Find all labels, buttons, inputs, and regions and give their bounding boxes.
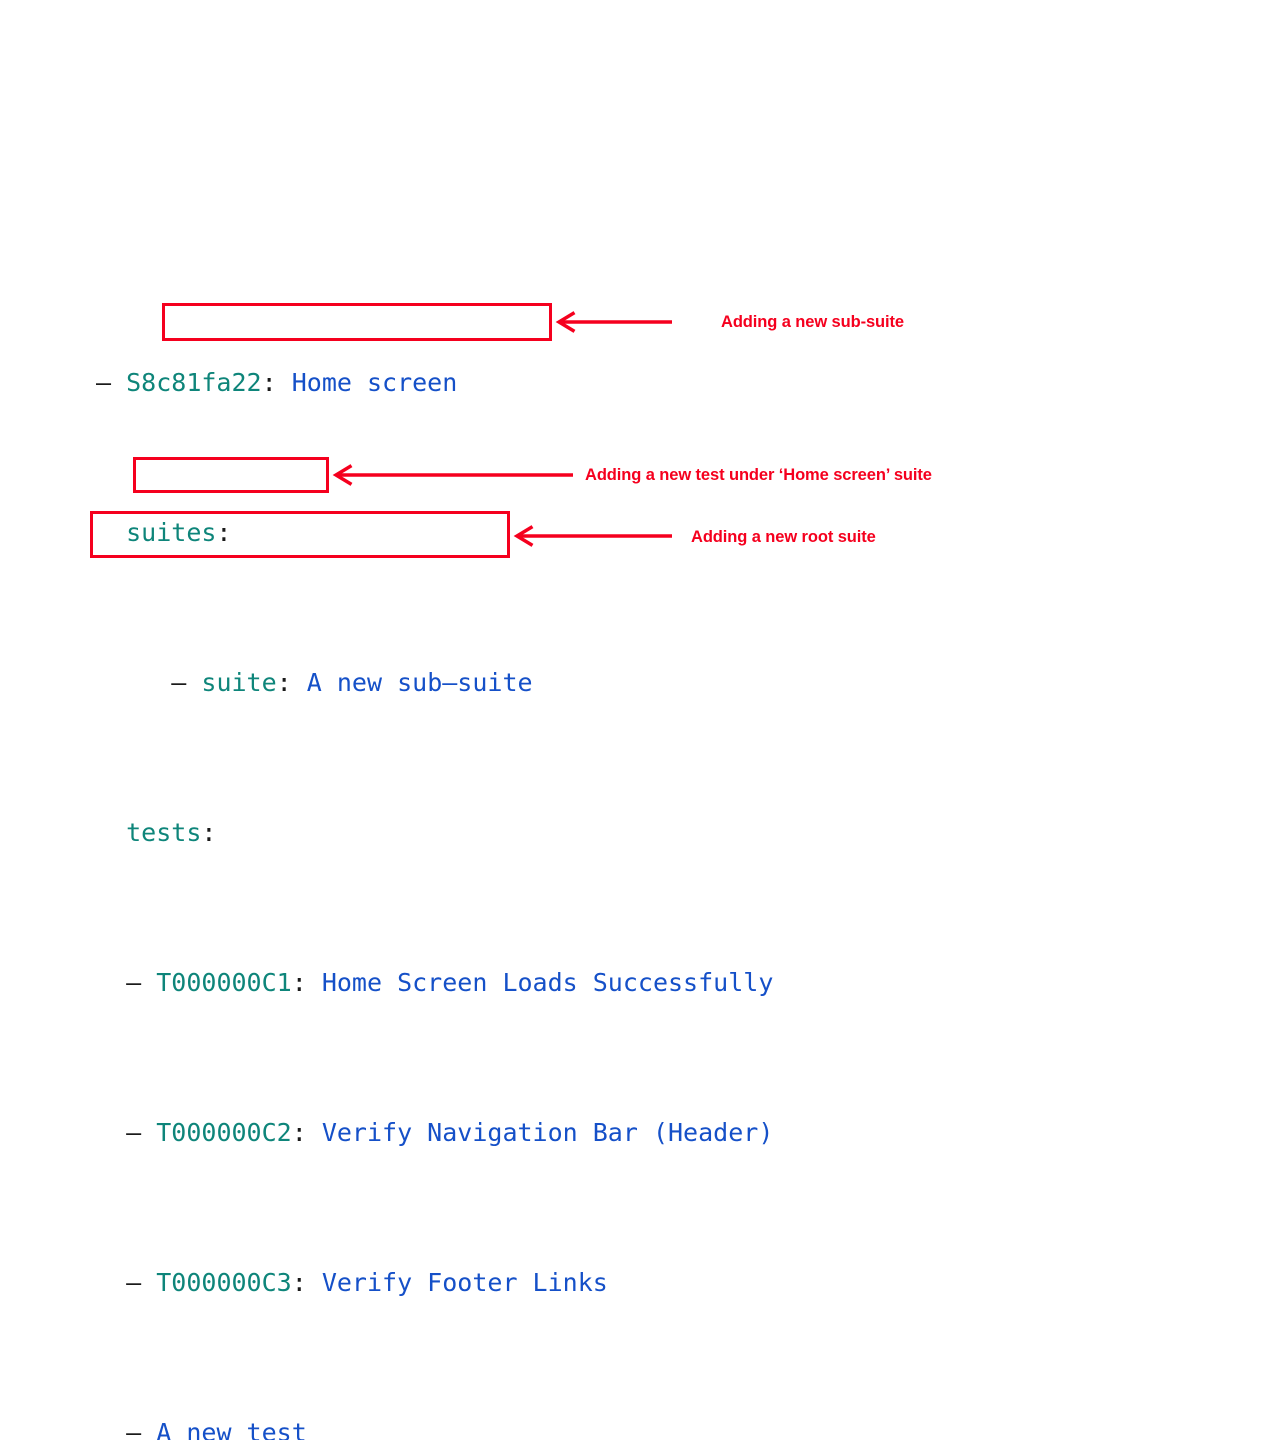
suite-title: Home screen bbox=[291, 368, 458, 397]
tree-line-test: – T000000C2: Verify Navigation Bar (Head… bbox=[96, 1118, 773, 1148]
colon: : bbox=[291, 1268, 307, 1297]
test-id: T000000C1 bbox=[156, 968, 292, 997]
suites-label: suites bbox=[126, 518, 217, 547]
spacer bbox=[292, 668, 307, 697]
sub-suite-title: A new sub–suite bbox=[306, 668, 533, 697]
tree-line-test: – T000000C1: Home Screen Loads Successfu… bbox=[96, 968, 773, 998]
spacer bbox=[96, 668, 171, 697]
colon: : bbox=[291, 968, 307, 997]
test-id: T000000C2 bbox=[156, 1118, 292, 1147]
colon: : bbox=[201, 818, 217, 847]
tree-line-new-test: – A new test bbox=[96, 1418, 773, 1440]
bullet-dash: – bbox=[126, 1268, 142, 1297]
annotated-yaml-tree-canvas: – S8c81fa22: Home screen suites: – suite… bbox=[90, 303, 932, 1440]
spacer bbox=[141, 1118, 156, 1147]
suite-id: S8c81fa22 bbox=[126, 368, 262, 397]
bullet-dash: – bbox=[171, 668, 187, 697]
tree-line-tests-label: tests: bbox=[96, 818, 773, 848]
test-title: Home Screen Loads Successfully bbox=[321, 968, 774, 997]
tree-line-test: – T000000C3: Verify Footer Links bbox=[96, 1268, 773, 1298]
spacer bbox=[96, 818, 126, 847]
tree-line-suites-label: suites: bbox=[96, 518, 773, 548]
colon: : bbox=[216, 518, 232, 547]
spacer bbox=[96, 1418, 126, 1440]
spacer bbox=[96, 1118, 126, 1147]
yaml-tree: – S8c81fa22: Home screen suites: – suite… bbox=[96, 248, 773, 1440]
spacer bbox=[277, 368, 292, 397]
tree-line-sub-suite: – suite: A new sub–suite bbox=[96, 668, 773, 698]
colon: : bbox=[291, 1118, 307, 1147]
bullet-dash: – bbox=[126, 968, 142, 997]
test-title: Verify Footer Links bbox=[321, 1268, 608, 1297]
new-test-title: A new test bbox=[156, 1418, 307, 1440]
test-id: T000000C3 bbox=[156, 1268, 292, 1297]
sub-suite-key: suite bbox=[201, 668, 277, 697]
spacer bbox=[96, 968, 126, 997]
annotation-label-sub-suite: Adding a new sub-suite bbox=[721, 313, 904, 331]
colon: : bbox=[261, 368, 277, 397]
test-title: Verify Navigation Bar (Header) bbox=[321, 1118, 774, 1147]
spacer bbox=[111, 368, 126, 397]
annotation-label-root-suite: Adding a new root suite bbox=[691, 528, 876, 546]
spacer bbox=[96, 1268, 126, 1297]
colon: : bbox=[276, 668, 292, 697]
spacer bbox=[307, 1268, 322, 1297]
tests-label: tests bbox=[126, 818, 202, 847]
bullet-dash: – bbox=[96, 368, 112, 397]
spacer bbox=[186, 668, 201, 697]
spacer bbox=[141, 1268, 156, 1297]
spacer bbox=[141, 1418, 156, 1440]
bullet-dash: – bbox=[126, 1118, 142, 1147]
tree-line-root-suite: – S8c81fa22: Home screen bbox=[96, 368, 773, 398]
spacer bbox=[141, 968, 156, 997]
spacer bbox=[96, 518, 126, 547]
spacer bbox=[307, 968, 322, 997]
spacer bbox=[307, 1118, 322, 1147]
annotation-label-new-test: Adding a new test under ‘Home screen’ su… bbox=[585, 466, 932, 484]
bullet-dash: – bbox=[126, 1418, 142, 1440]
